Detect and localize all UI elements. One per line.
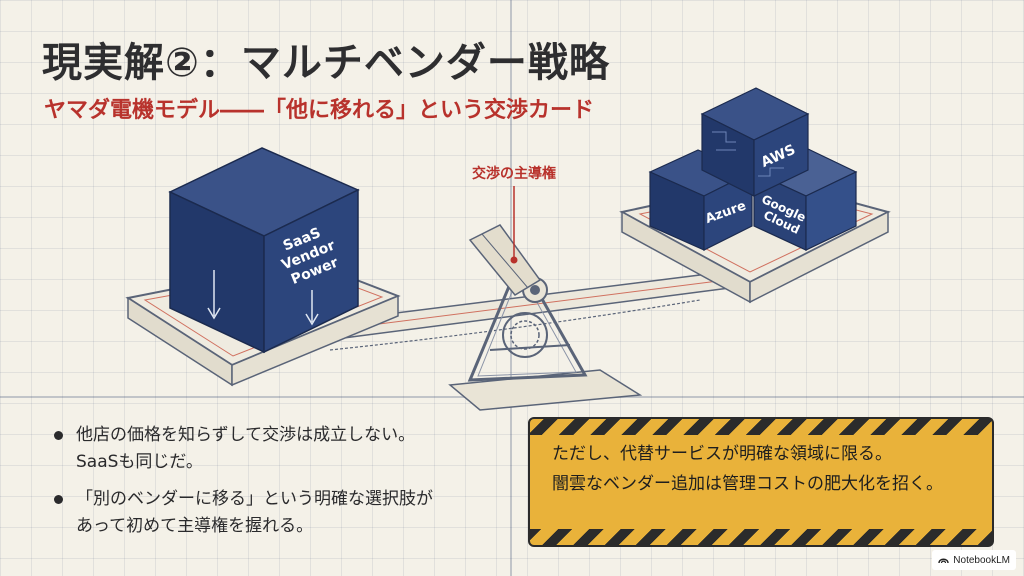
fulcrum-stand bbox=[448, 224, 643, 411]
bullet-2-line1: 「別のベンダーに移る」という明確な選択肢が bbox=[76, 489, 433, 509]
bullet-list: 他店の価格を知らずして交渉は成立しない。 SaaSも同じだ。 「別のベンダーに移… bbox=[50, 422, 520, 550]
saas-vendor-cube: SaaS Vendor Power bbox=[168, 147, 360, 354]
slide-title: 現実解②：マルチベンダー戦略 bbox=[42, 40, 610, 86]
seesaw-illustration: 交渉の主導権 SaaS Vendor Power bbox=[125, 87, 891, 411]
azure-cube: Azure bbox=[648, 149, 754, 251]
slide-subtitle: ヤマダ電機モデル――「他に移れる」という交渉カード bbox=[44, 98, 595, 123]
bullet-dot bbox=[54, 495, 63, 504]
caution-text: ただし、代替サービスが明確な領域に限る。 闇雲なベンダー追加は管理コストの肥大化… bbox=[552, 439, 978, 499]
bullet-2-line2: あって初めて主導権を握れる。 bbox=[76, 516, 314, 536]
caution-panel: ただし、代替サービスが明確な領域に限る。 闇雲なベンダー追加は管理コストの肥大化… bbox=[528, 417, 994, 547]
bullet-item: 「別のベンダーに移る」という明確な選択肢が あって初めて主導権を握れる。 bbox=[50, 486, 520, 540]
bullet-item: 他店の価格を知らずして交渉は成立しない。 SaaSも同じだ。 bbox=[50, 422, 520, 476]
caution-line2: 闇雲なベンダー追加は管理コストの肥大化を招く。 bbox=[552, 474, 943, 494]
notebooklm-badge: NotebookLM bbox=[932, 550, 1016, 570]
bullet-dot bbox=[54, 431, 63, 440]
notebooklm-label: NotebookLM bbox=[953, 554, 1010, 566]
caution-panel-body bbox=[530, 435, 992, 529]
bullet-1-line2: SaaSも同じだ。 bbox=[76, 452, 203, 472]
notebooklm-logo-icon bbox=[938, 558, 949, 564]
caution-line1: ただし、代替サービスが明確な領域に限る。 bbox=[552, 444, 892, 464]
fulcrum-pointer-dot bbox=[510, 256, 518, 264]
fulcrum-label: 交渉の主導権 bbox=[472, 165, 556, 182]
bullet-1-line1: 他店の価格を知らずして交渉は成立しない。 bbox=[76, 425, 416, 445]
aws-cube: AWS bbox=[700, 87, 810, 197]
